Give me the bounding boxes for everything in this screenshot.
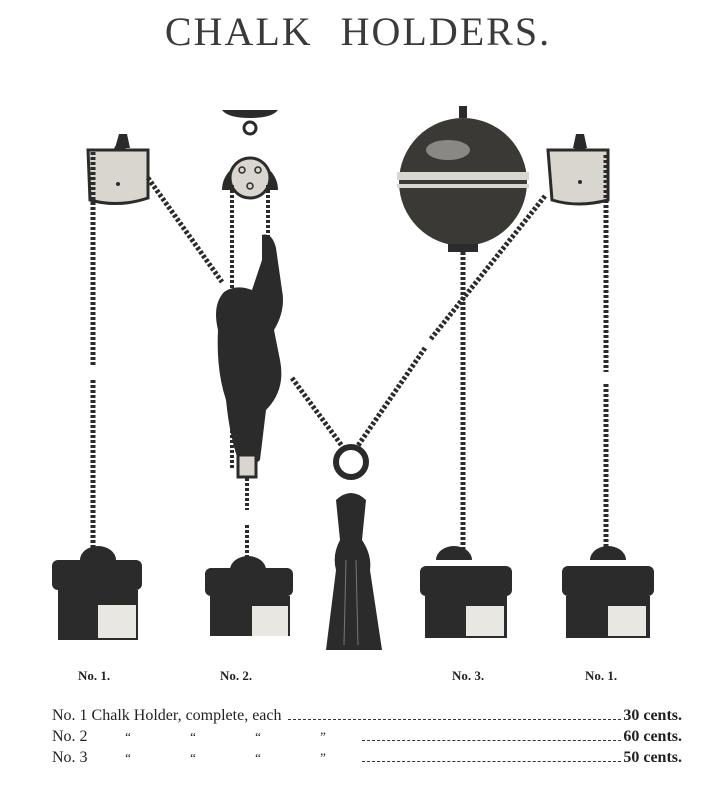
ball-icon <box>399 118 527 246</box>
ditto-mark: ” <box>320 729 326 744</box>
dot-leader <box>361 739 622 741</box>
page-title: CHALK HOLDERS. <box>0 8 716 55</box>
item-price: 30 cents. <box>623 707 682 724</box>
title-word-1: CHALK <box>164 9 313 54</box>
holder-no2-monkey <box>205 110 293 636</box>
price-row: No. 3 “ “ “ ” 50 cents. <box>52 749 682 770</box>
ditto-mark: ” <box>320 750 326 765</box>
monkey-figure-icon <box>216 234 283 467</box>
item-price: 50 cents. <box>623 749 682 766</box>
item-label-no1-right: No. 1. <box>585 668 618 683</box>
item-label-no1-left: No. 1. <box>78 668 111 683</box>
ditto-mark: “ <box>125 729 131 744</box>
weight-icon <box>562 566 654 596</box>
price-list: No. 1 Chalk Holder, complete, each 30 ce… <box>52 707 682 770</box>
ditto-mark: “ <box>190 750 196 765</box>
item-price: 60 cents. <box>623 728 682 745</box>
title-word-2: HOLDERS. <box>340 9 552 54</box>
weight-icon <box>205 568 293 596</box>
holder-no1-left <box>52 134 225 640</box>
holder-no1-right <box>546 134 654 638</box>
ditto-mark: “ <box>255 750 261 765</box>
dot-leader <box>361 760 622 762</box>
item-name: No. 2 <box>52 728 88 745</box>
ditto-mark: “ <box>255 729 261 744</box>
ditto-mark: “ <box>190 729 196 744</box>
ring-icon <box>333 444 369 480</box>
pulley-block-icon <box>546 148 610 206</box>
price-row: No. 2 “ “ “ ” 60 cents. <box>52 728 682 749</box>
weight-icon <box>420 566 512 596</box>
chalk-holders-illustration <box>52 106 654 650</box>
hook-icon <box>573 134 587 148</box>
pulley-wheel-icon <box>228 156 272 200</box>
item-label-no2: No. 2. <box>220 668 253 683</box>
pulley-block-icon <box>86 148 150 205</box>
holder-no3-ball-tassel <box>289 106 547 650</box>
item-name: No. 3 <box>52 749 88 766</box>
price-row: No. 1 Chalk Holder, complete, each 30 ce… <box>52 707 682 728</box>
weight-icon <box>52 560 142 590</box>
item-name: No. 1 Chalk Holder, complete, each <box>52 707 282 724</box>
ditto-mark: “ <box>125 750 131 765</box>
dot-leader <box>287 718 622 720</box>
tassel-icon <box>326 493 382 650</box>
item-label-no3: No. 3. <box>452 668 485 683</box>
